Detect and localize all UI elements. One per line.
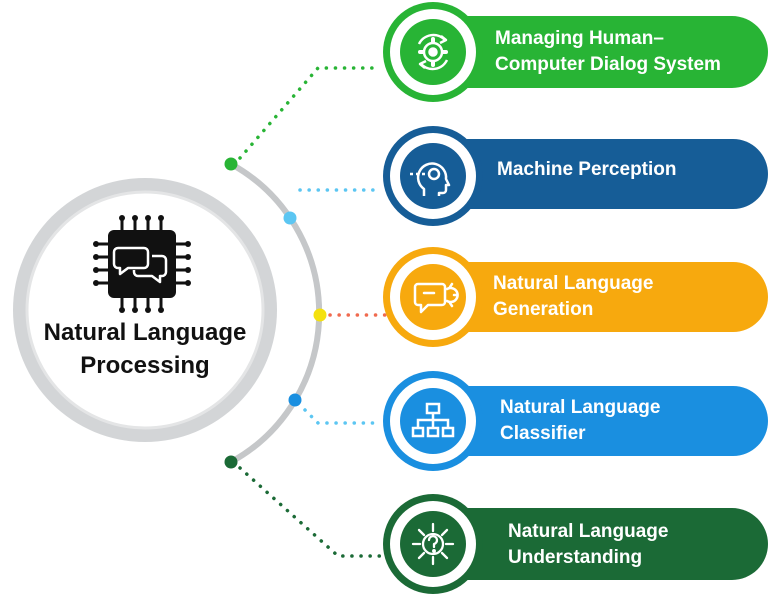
label-generation: Natural Language Generation — [493, 273, 654, 320]
item-dialog-system — [383, 2, 768, 102]
pill-classifier — [400, 386, 768, 456]
node-understanding — [224, 455, 238, 469]
label-dialog-system: Managing Human– Computer Dialog System — [495, 28, 721, 75]
pill-generation — [400, 262, 768, 332]
hub-title-line1: Natural Language — [43, 319, 247, 346]
label-understanding: Natural Language Understanding — [508, 521, 669, 568]
pill-dialog — [400, 16, 768, 88]
node-generation — [313, 308, 327, 322]
pill-understanding — [400, 508, 768, 580]
hub — [13, 178, 277, 442]
hierarchy-icon — [411, 402, 455, 438]
node-dialog — [224, 157, 238, 171]
connector-classifier — [303, 408, 382, 425]
node-classifier — [288, 393, 302, 407]
connector-dialog — [238, 66, 380, 160]
chat-gear-icon — [413, 282, 459, 314]
head-scan-icon — [410, 162, 451, 196]
pill-perception — [400, 139, 768, 209]
item-understanding — [383, 494, 768, 594]
label-classifier: Natural Language Classifier — [500, 397, 661, 444]
chip-chat-icon — [93, 215, 191, 313]
item-machine-perception — [383, 126, 768, 226]
gear-cycle-icon — [417, 33, 449, 71]
hub-title-line2: Processing — [80, 352, 210, 379]
node-perception — [283, 211, 297, 225]
hub-title: Natural Language Processing — [20, 316, 270, 382]
label-machine-perception: Machine Perception — [497, 159, 677, 180]
connector-understanding — [238, 466, 382, 558]
question-head-icon — [411, 522, 455, 566]
item-classifier — [383, 371, 768, 471]
item-generation — [383, 247, 768, 347]
